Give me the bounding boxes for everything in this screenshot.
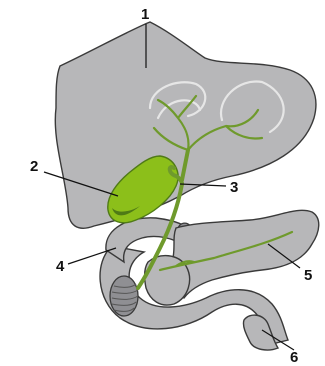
pancreas-body [171,210,319,298]
callout-label-2: 2 [30,158,38,175]
callout-label-5: 5 [304,267,312,284]
duodenum-cut-end-front [110,276,138,316]
callout-label-3: 3 [230,179,238,196]
callout-label-6: 6 [290,349,298,366]
liver [55,22,316,228]
callout-label-1: 1 [141,6,149,23]
callout-label-4: 4 [56,258,65,275]
